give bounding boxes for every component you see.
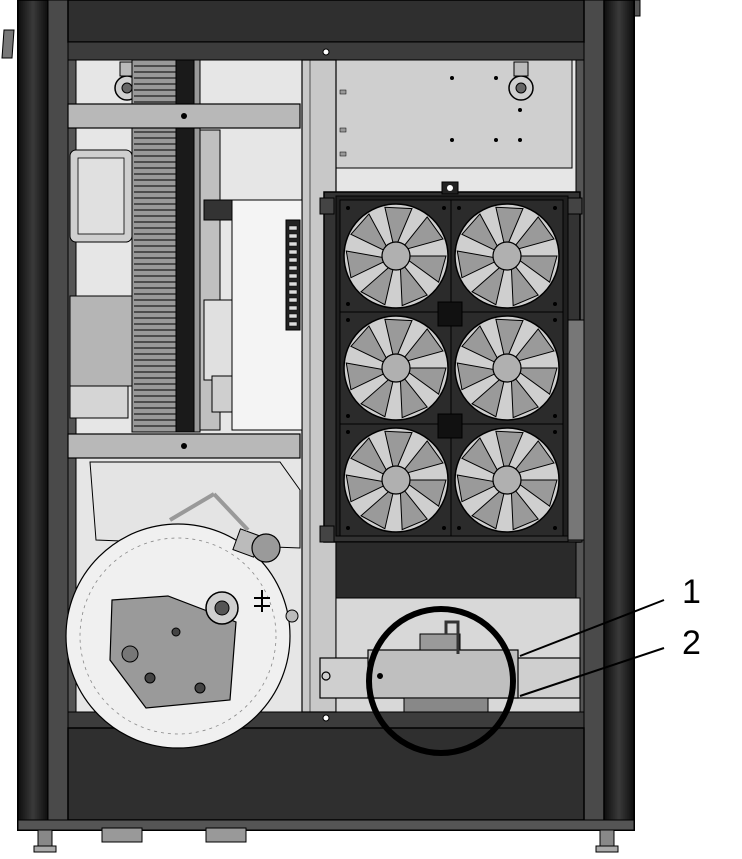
fan-assembly	[319, 181, 583, 543]
callout-label-2: 2	[682, 624, 701, 662]
fan-base-panel	[335, 541, 577, 599]
callout-label-1: 1	[682, 573, 701, 611]
cooling-fan	[339, 199, 453, 313]
drain-bracket	[319, 620, 581, 713]
cooling-fan	[339, 311, 453, 425]
blower-unit	[65, 492, 299, 749]
cooling-fan	[450, 423, 564, 537]
cooling-fan	[450, 199, 564, 313]
cooling-fan	[450, 311, 564, 425]
cabinet-feet	[33, 827, 619, 853]
cooling-fan	[339, 423, 453, 537]
callout-marker	[366, 599, 665, 756]
upper-right-panel	[335, 59, 573, 169]
control-board	[231, 199, 303, 431]
side-channel	[567, 319, 585, 541]
